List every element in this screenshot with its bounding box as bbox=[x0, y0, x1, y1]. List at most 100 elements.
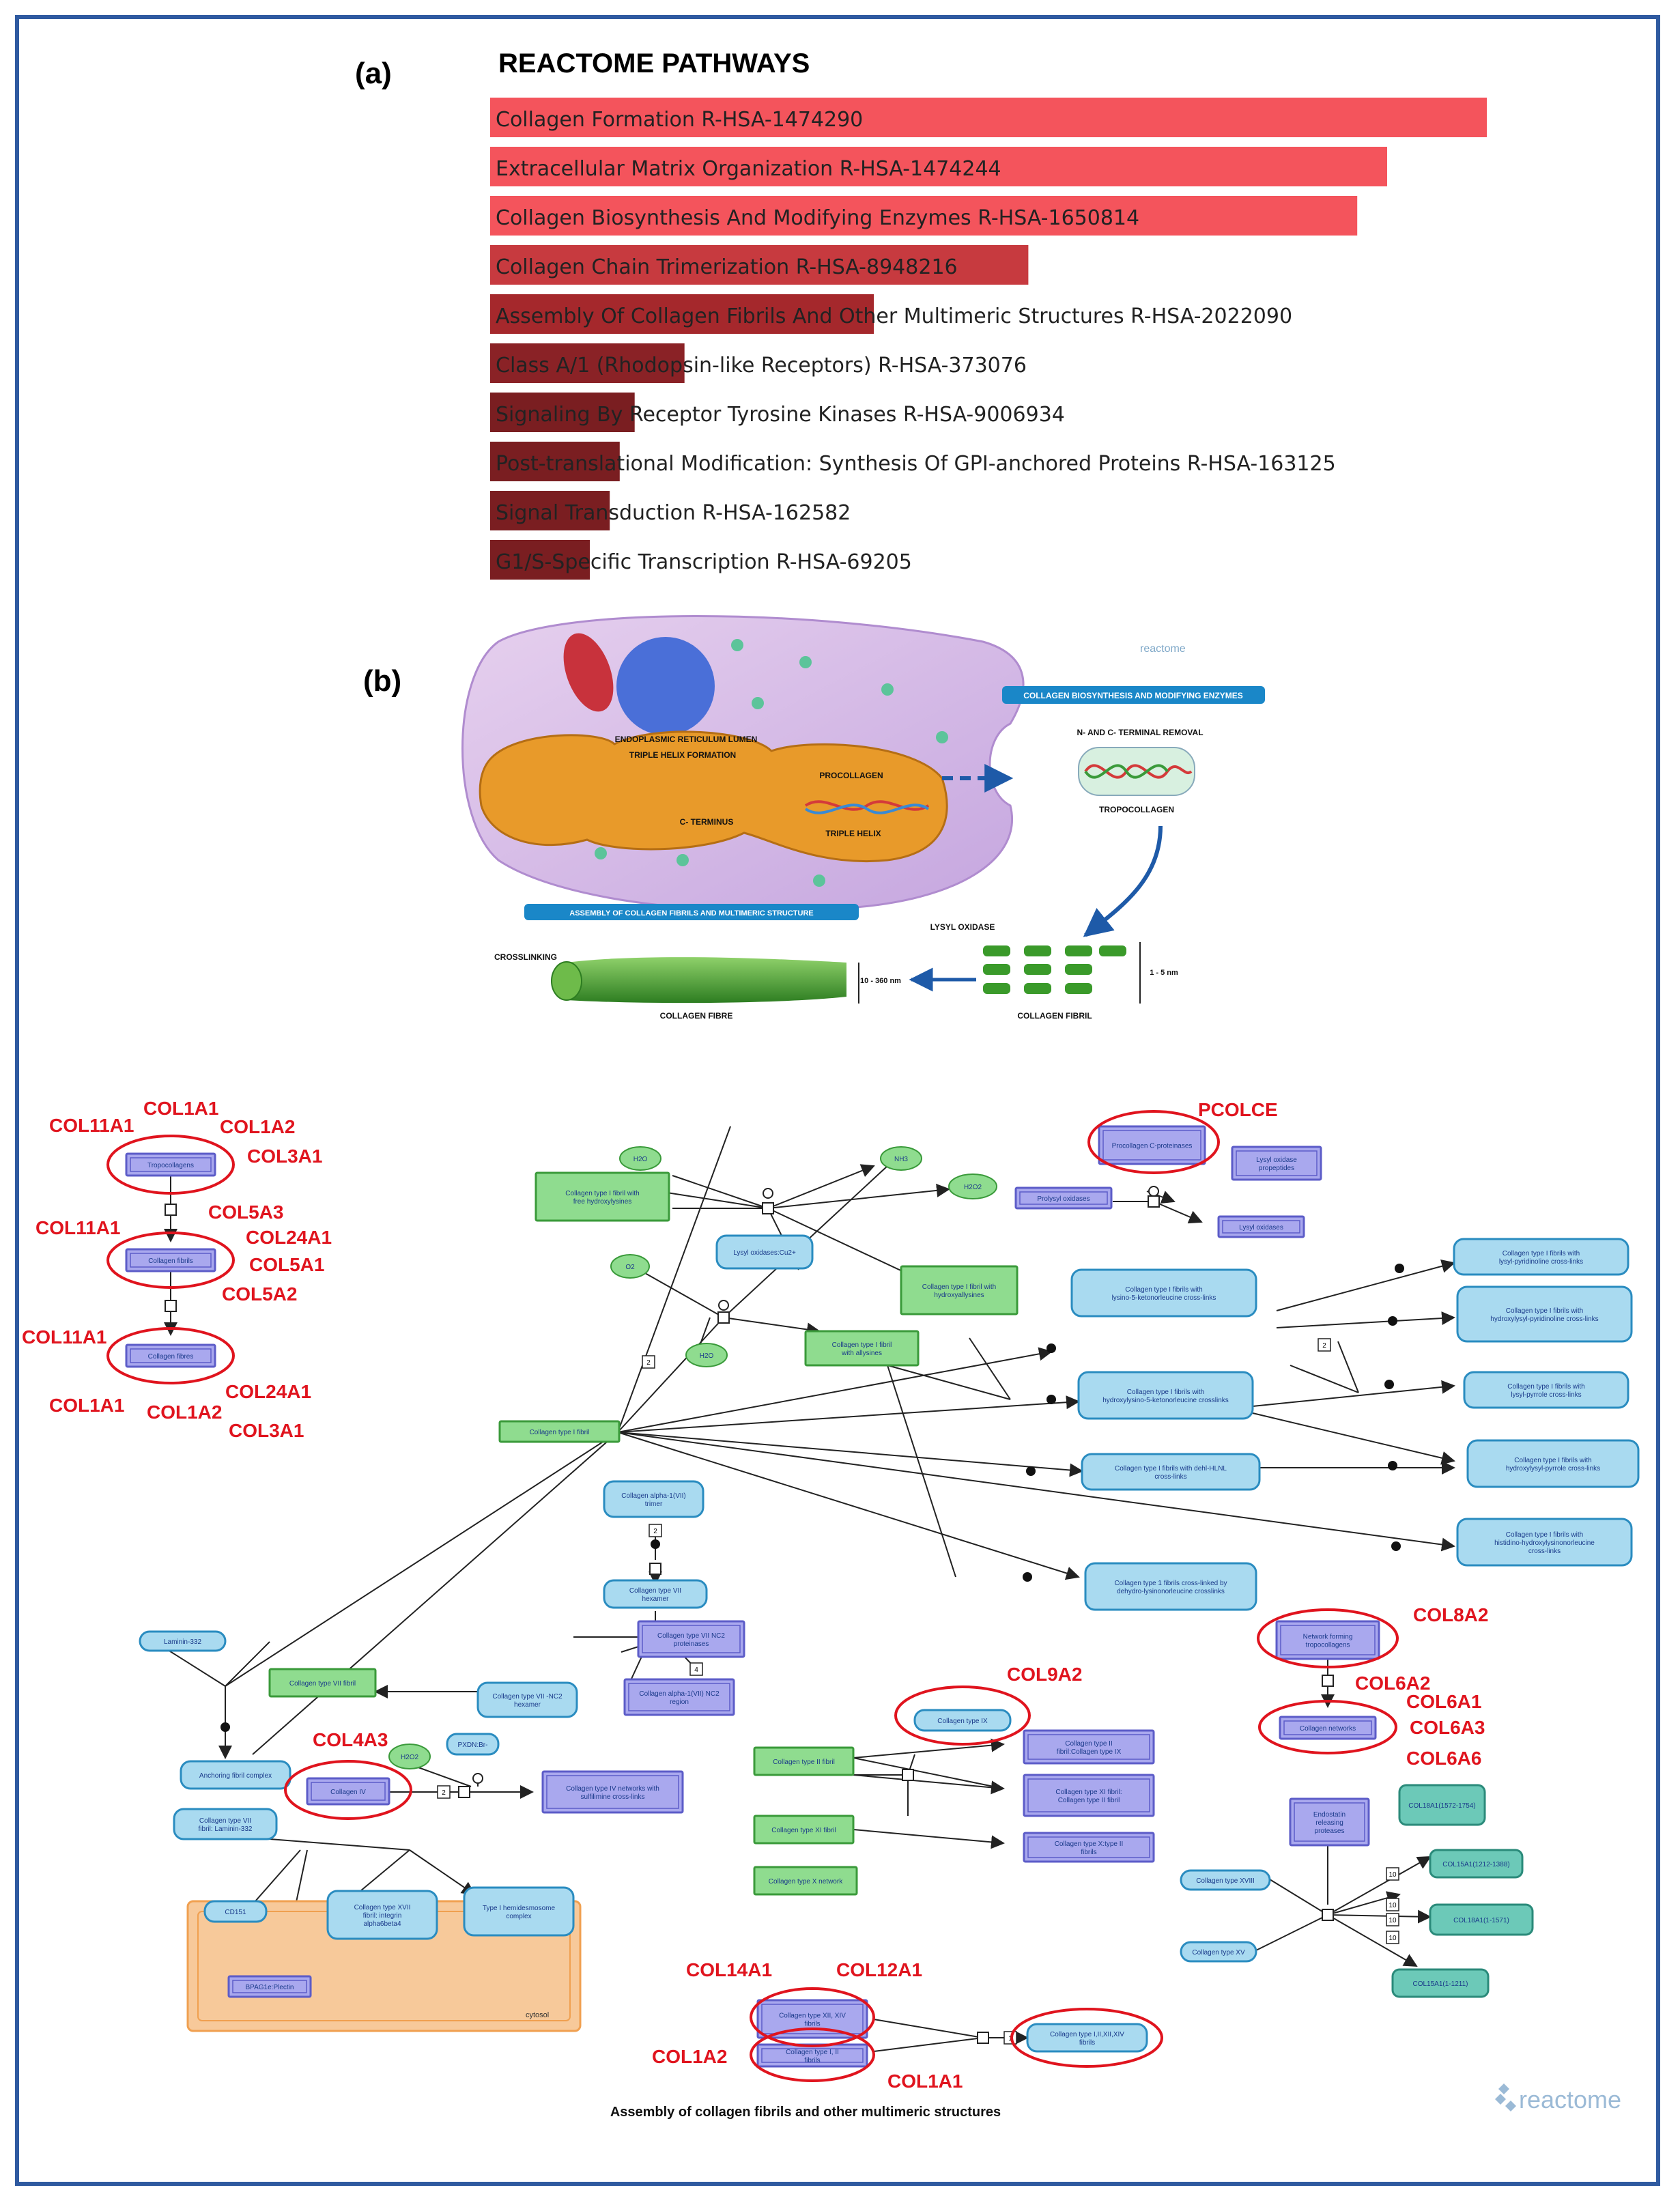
node-type-ii-fibril[interactable]: Collagen type II fibril bbox=[753, 1746, 855, 1776]
node-label: Collagen alpha-1(VII)trimer bbox=[621, 1492, 686, 1508]
node-collagen-iv[interactable]: Collagen IV bbox=[306, 1777, 390, 1806]
edge bbox=[644, 1272, 724, 1318]
c-terminus-text: C- TERMINUS bbox=[680, 817, 734, 827]
gene-label: COL4A3 bbox=[313, 1729, 388, 1750]
node-col18a1-1571[interactable]: COL18A1(1-1571) bbox=[1429, 1903, 1534, 1936]
edge bbox=[969, 1337, 1011, 1400]
collagen-fibril-icon bbox=[983, 945, 1126, 994]
highlight-circle bbox=[1087, 1110, 1220, 1174]
pathway-bar bbox=[490, 98, 1487, 137]
node-lysyl-oxidases[interactable]: Lysyl oxidases bbox=[1217, 1215, 1305, 1238]
stoichiometry-label: 2 bbox=[653, 1528, 657, 1535]
pathway-bar bbox=[490, 294, 874, 334]
node-label: PXDN:Br- bbox=[458, 1741, 488, 1749]
catalysis-dot bbox=[1395, 1264, 1404, 1273]
edge bbox=[416, 1766, 472, 1787]
edge bbox=[1153, 1201, 1203, 1224]
stoichiometry-label: 10 bbox=[1389, 1871, 1397, 1879]
node-anchoring-fibril-complex[interactable]: Anchoring fibril complex bbox=[180, 1760, 291, 1790]
node-type-xv[interactable]: Collagen type XV bbox=[1180, 1941, 1257, 1963]
node-pxdn-br[interactable]: PXDN:Br- bbox=[446, 1733, 500, 1756]
catalysis-dot bbox=[1026, 1466, 1036, 1476]
node-collagen-networks[interactable]: Collagen networks bbox=[1279, 1716, 1377, 1740]
node-collagen-fibrils[interactable]: Collagen fibrils bbox=[125, 1248, 216, 1272]
node-collagen-fibres[interactable]: Collagen fibres bbox=[125, 1343, 216, 1368]
reaction-node bbox=[1322, 1675, 1334, 1687]
node-bpag1e-plectin[interactable]: BPAG1e:Plectin bbox=[227, 1975, 312, 1998]
node-procollagen-c-proteinases[interactable]: Procollagen C-proteinases bbox=[1098, 1125, 1206, 1165]
node-collagen-type-i-fibril[interactable]: Collagen type I fibril bbox=[498, 1420, 621, 1443]
node-type-xi-fibril[interactable]: Collagen type XI fibril bbox=[753, 1815, 855, 1845]
gene-label: COL9A2 bbox=[1007, 1664, 1082, 1685]
node-cd151[interactable]: CD151 bbox=[203, 1900, 268, 1923]
reaction-node bbox=[165, 1204, 177, 1216]
node-h2o-top[interactable]: H2O bbox=[619, 1146, 661, 1171]
node-label: H2O bbox=[700, 1352, 714, 1360]
node-alpha1-vii-trimer[interactable]: Collagen alpha-1(VII)trimer bbox=[603, 1480, 704, 1518]
node-h2o-mid[interactable]: H2O bbox=[685, 1343, 728, 1367]
terminal-removal-text: N- AND C- TERMINAL REMOVAL bbox=[1077, 728, 1203, 737]
node-xi-ii-fibril[interactable]: Collagen type XI fibril:Collagen type II… bbox=[1023, 1774, 1155, 1817]
node-type-vii-fibril[interactable]: Collagen type VII fibril bbox=[268, 1668, 377, 1698]
edge bbox=[1327, 1909, 1432, 1924]
node-label: H2O2 bbox=[401, 1754, 419, 1761]
node-col18a1-1572[interactable]: COL18A1(1572-1754) bbox=[1398, 1784, 1486, 1826]
node-h2o2-top[interactable]: H2O2 bbox=[948, 1173, 997, 1199]
reaction-node bbox=[458, 1786, 470, 1798]
triple-helix-formation-text: TRIPLE HELIX FORMATION bbox=[629, 750, 736, 760]
node-label: COL15A1(1-1211) bbox=[1413, 1980, 1468, 1988]
crosslinking-text: CROSSLINKING bbox=[494, 952, 557, 962]
node-collagen-ix[interactable]: Collagen type IX bbox=[913, 1709, 1012, 1732]
node-o2[interactable]: O2 bbox=[610, 1254, 650, 1279]
node-type-x-network[interactable]: Collagen type X network bbox=[753, 1866, 858, 1896]
node-nh3[interactable]: NH3 bbox=[880, 1146, 922, 1171]
node-lysyl-oxidases-cu[interactable]: Lysyl oxidases:Cu2+ bbox=[715, 1234, 814, 1270]
highlight-circle bbox=[284, 1760, 412, 1820]
gene-label: COL1A1 bbox=[143, 1098, 218, 1119]
edge bbox=[853, 1757, 1004, 1789]
node-prolysyl-oxidases[interactable]: Prolysyl oxidases bbox=[1014, 1186, 1113, 1210]
node-col15a1-1211[interactable]: COL15A1(1-1211) bbox=[1391, 1968, 1490, 1998]
pathway-bar-label: Class A/1 (Rhodopsin-like Receptors) R-H… bbox=[496, 354, 1027, 378]
edge bbox=[1252, 1380, 1455, 1407]
nucleus-icon bbox=[616, 637, 715, 735]
node-laminin-332[interactable]: Laminin-332 bbox=[139, 1630, 227, 1652]
node-type-xviii[interactable]: Collagen type XVIII bbox=[1180, 1869, 1271, 1891]
node-h2o2-mid[interactable]: H2O2 bbox=[388, 1744, 431, 1769]
node-col15a1-1212[interactable]: COL15A1(1212-1388) bbox=[1429, 1849, 1524, 1879]
node-tropocollagens[interactable]: Tropocollagens bbox=[125, 1152, 216, 1177]
